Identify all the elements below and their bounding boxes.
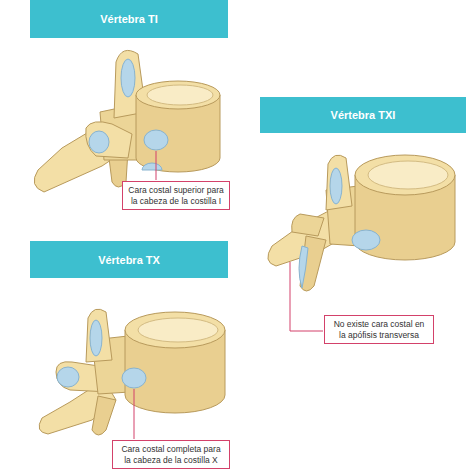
body-top	[355, 155, 455, 195]
title-text: Vértebra TXI	[331, 109, 396, 121]
articular-facet	[330, 168, 342, 204]
transverse-facet	[89, 131, 109, 153]
leader-line	[290, 262, 323, 331]
title-text: Vértebra TX	[98, 254, 160, 266]
transverse-facet	[57, 367, 79, 387]
costal-facet	[352, 230, 380, 250]
body-top-inner	[138, 318, 218, 342]
superior-process	[86, 309, 112, 362]
title-band: Vértebra TI	[30, 0, 228, 38]
body-top-inner	[147, 85, 213, 105]
callout-box: Cara costal completa para la cabeza de l…	[112, 440, 230, 469]
title-band: Vértebra TX	[30, 241, 228, 278]
costal-facet	[122, 368, 146, 388]
articular-facet	[121, 59, 135, 97]
callout-box: Cara costal superior para la cabeza de l…	[122, 181, 230, 210]
body-top	[136, 81, 220, 109]
leader-line	[156, 151, 157, 180]
inferior-process	[300, 236, 326, 291]
costal-facet	[144, 130, 168, 150]
body-top-inner	[368, 161, 448, 189]
leader-line	[134, 389, 135, 439]
title-text: Vértebra TI	[100, 13, 157, 25]
body-top	[125, 312, 225, 348]
callout-text: No existe cara costal en la apófisis tra…	[330, 319, 428, 340]
callout-text: Cara costal completa para la cabeza de l…	[118, 444, 224, 465]
superior-process	[326, 155, 352, 210]
vertebra-t10	[39, 309, 225, 435]
vertebra-t11	[268, 155, 455, 291]
callout-box: No existe cara costal en la apófisis tra…	[324, 315, 434, 344]
vertebra-t1	[34, 50, 220, 192]
callout-text: Cara costal superior para la cabeza de l…	[128, 185, 224, 206]
inferior-process	[92, 396, 116, 435]
inferior-facet	[299, 246, 308, 288]
transverse-process	[292, 214, 324, 236]
title-band: Vértebra TXI	[260, 97, 466, 133]
costal-demifacet	[142, 163, 162, 170]
articular-facet	[90, 320, 102, 356]
transverse-process	[86, 122, 132, 158]
